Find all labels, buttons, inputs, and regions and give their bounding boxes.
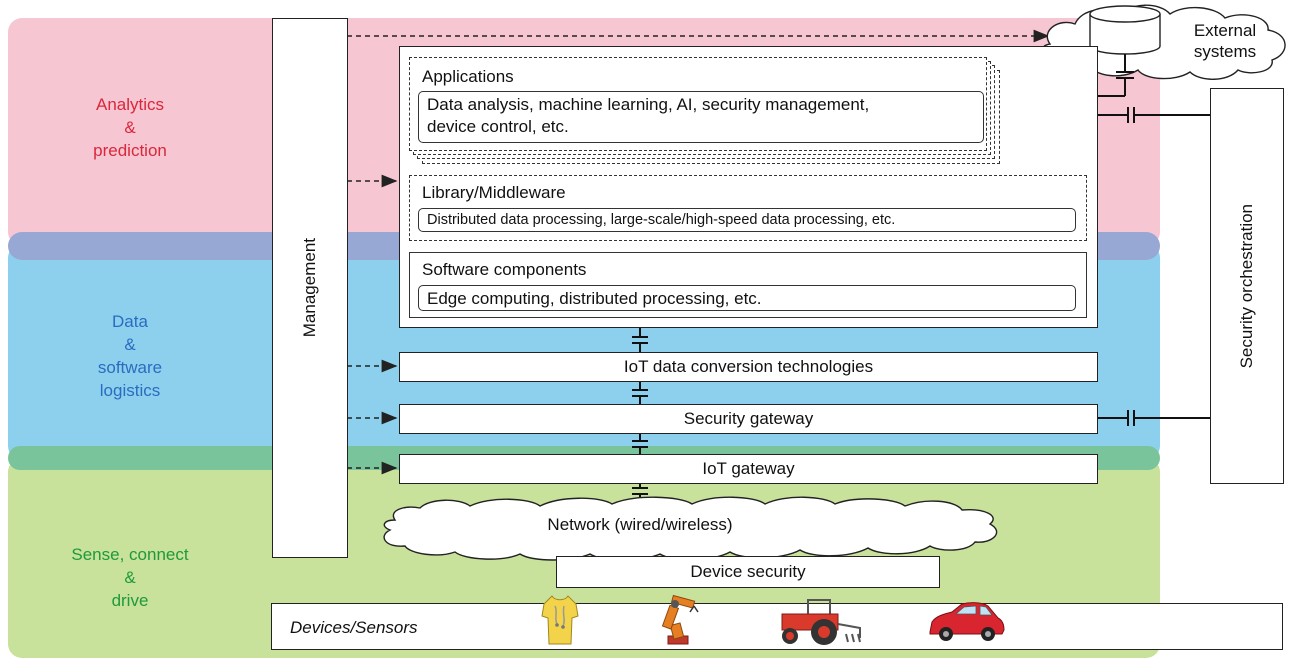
library-box: Library/Middleware Distributed data proc…	[409, 175, 1087, 241]
library-content: Distributed data processing, large-scale…	[418, 208, 1076, 232]
software-components-title: Software components	[422, 260, 587, 279]
shirt-icon	[541, 595, 579, 645]
security-gateway-box: Security gateway	[399, 404, 1098, 434]
library-title: Library/Middleware	[422, 183, 566, 202]
layer-label-data: Data & software logistics	[50, 310, 210, 402]
layer-label-data-line2: &	[124, 335, 136, 354]
layer-label-analytics-line1: Analytics	[95, 95, 165, 114]
devices-sensors-box: Devices/Sensors	[271, 594, 1283, 650]
layer-label-sense: Sense, connect & drive	[40, 543, 220, 612]
car-icon	[929, 602, 1005, 641]
layer-label-sense-line1: Sense, connect	[71, 545, 189, 564]
external-systems-label: External systems	[1170, 20, 1280, 62]
network-cloud	[383, 496, 998, 561]
applications-content-line2: device control, etc.	[427, 117, 569, 136]
iot-gateway-box: IoT gateway	[399, 454, 1098, 484]
layer-label-sense-line3: drive	[111, 591, 149, 610]
layer-label-analytics: Analytics & prediction	[50, 93, 210, 162]
network-label: Network (wired/wireless)	[547, 515, 733, 534]
security-orchestration-box: Security orchestration	[1210, 88, 1284, 484]
layer-label-data-line3: software	[97, 358, 163, 377]
external-cloud	[1041, 4, 1286, 80]
devices-sensors-label: Devices/Sensors	[290, 618, 418, 637]
software-components-content: Edge computing, distributed processing, …	[418, 285, 1076, 311]
applications-box: Applications Data analysis, machine lear…	[409, 57, 987, 151]
robot-arm-icon	[661, 594, 699, 645]
security-orchestration-label: Security orchestration	[1237, 203, 1256, 369]
external-systems-line2: systems	[1193, 42, 1257, 61]
tractor-icon	[781, 599, 861, 645]
applications-title: Applications	[422, 67, 514, 86]
layer-label-data-line4: logistics	[99, 381, 161, 400]
software-components-box: Software components Edge computing, dist…	[409, 252, 1087, 318]
management-box: Management	[272, 18, 348, 558]
layer-label-analytics-line3: prediction	[93, 141, 167, 160]
layer-label-data-line1: Data	[112, 312, 148, 331]
management-label: Management	[300, 238, 319, 338]
external-systems-line1: External	[1193, 21, 1257, 40]
iot-data-conversion-box: IoT data conversion technologies	[399, 352, 1098, 382]
layer-label-sense-line2: &	[124, 568, 136, 587]
applications-content: Data analysis, machine learning, AI, sec…	[418, 91, 984, 143]
device-security-box: Device security	[556, 556, 940, 588]
applications-content-line1: Data analysis, machine learning, AI, sec…	[427, 95, 870, 114]
layer-label-analytics-line2: &	[124, 118, 136, 137]
